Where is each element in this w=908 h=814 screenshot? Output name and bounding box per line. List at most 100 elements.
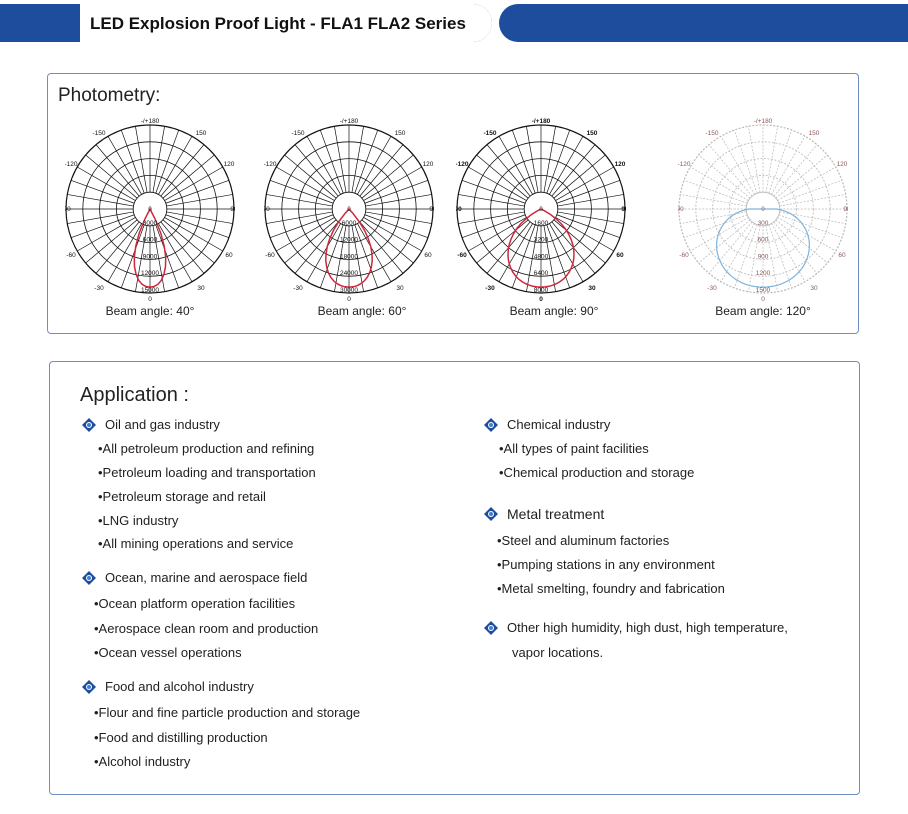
photometry-title: Photometry: — [58, 85, 161, 106]
ring-value-label: 8000 — [534, 287, 549, 294]
polar-spoke — [162, 219, 215, 264]
list-item: •All mining operations and service — [98, 536, 294, 551]
category-title: Chemical industry — [507, 417, 611, 432]
polar-spoke — [551, 144, 596, 197]
ring-value-label: 9000 — [143, 253, 158, 260]
polar-spoke — [359, 144, 404, 197]
diamond-bullet-icon — [484, 620, 498, 635]
polar-spoke — [294, 221, 339, 274]
polar-spoke — [361, 154, 414, 199]
angle-label: -90 — [264, 206, 270, 213]
polar-spoke — [95, 221, 140, 274]
beam-curve — [507, 208, 575, 288]
list-item: •Ocean platform operation facilities — [94, 596, 296, 611]
polar-spoke — [476, 219, 529, 264]
beam-angle-label: Beam angle: 120° — [715, 304, 811, 318]
list-item: •Steel and aluminum factories — [497, 533, 670, 548]
list-item: •Food and distilling production — [94, 730, 268, 745]
polar-spoke — [155, 129, 180, 194]
polar-spoke — [306, 136, 341, 195]
polar-spoke — [526, 126, 539, 193]
list-item: •Ocean vessel operations — [94, 645, 242, 660]
beam-curve — [133, 207, 167, 288]
ring-value-label: 6000 — [342, 220, 357, 227]
ring-value-label: 12000 — [141, 270, 159, 277]
polar-spoke — [152, 126, 165, 193]
polar-spoke — [363, 217, 422, 252]
polar-spoke — [269, 214, 334, 239]
polar-grid: 300600900120015000-/+180-150150-120120-9… — [678, 118, 848, 302]
ring-value-label: 1600 — [534, 220, 549, 227]
polar-spoke — [546, 129, 571, 194]
polar-spoke — [557, 194, 624, 207]
polar-ring — [712, 158, 814, 260]
polar-spoke — [555, 217, 614, 252]
polar-spoke — [468, 166, 527, 201]
polar-spoke — [67, 211, 134, 224]
polar-spoke — [365, 211, 432, 224]
diamond-bullet-icon — [484, 507, 498, 521]
angle-label: -60 — [66, 252, 76, 259]
polar-spoke — [166, 211, 233, 224]
polar-spoke — [556, 179, 621, 204]
angle-label: 90 — [429, 206, 434, 213]
list-item: •Petroleum storage and retail — [98, 489, 266, 504]
angle-label: 120 — [615, 161, 626, 168]
polar-spoke — [160, 144, 205, 197]
category-oil-gas: Oil and gas industry — [82, 417, 220, 432]
angle-label: -60 — [679, 252, 689, 259]
diamond-bullet-icon — [82, 570, 96, 585]
header-bar-right — [499, 4, 908, 42]
polar-spoke — [498, 223, 533, 282]
polar-spoke — [351, 225, 364, 292]
angle-label: 30 — [396, 285, 404, 292]
angle-label: 150 — [196, 130, 207, 137]
polar-spoke — [708, 144, 753, 197]
category-title: Other high humidity, high dust, high tem… — [507, 620, 788, 635]
polar-spoke — [778, 214, 843, 239]
polar-spoke — [720, 136, 755, 195]
polar-spoke — [363, 166, 422, 201]
polar-spoke — [768, 129, 793, 194]
polar-spoke — [354, 224, 379, 289]
angle-label: -90 — [65, 206, 71, 213]
polar-spoke — [364, 179, 429, 204]
angle-label: 90 — [843, 206, 848, 213]
angle-label: -90 — [456, 206, 462, 213]
angle-label: -150 — [291, 130, 304, 137]
ring-value-label: 1200 — [756, 270, 771, 277]
angle-label: 150 — [809, 130, 820, 137]
center-label: 0 — [347, 207, 351, 213]
list-item: •Metal smelting, foundry and fabrication — [497, 581, 725, 596]
polar-spoke — [778, 179, 843, 204]
category-metal: Metal treatment — [484, 506, 604, 522]
polar-spoke — [269, 179, 334, 204]
list-item: •Aerospace clean room and production — [94, 621, 319, 636]
polar-spoke — [765, 225, 778, 292]
polar-spoke — [543, 126, 556, 193]
beam-curve — [715, 208, 811, 288]
center-label: 0 — [539, 207, 543, 213]
ring-value-label: 3000 — [143, 220, 158, 227]
polar-spoke — [549, 223, 584, 282]
category-title: Food and alcohol industry — [105, 679, 254, 694]
center-label: 0 — [148, 207, 152, 213]
angle-label: -150 — [92, 130, 105, 137]
polar-spoke — [85, 219, 138, 264]
ring-value-label: 15000 — [141, 287, 159, 294]
application-title: Application : — [80, 384, 189, 406]
angle-label: -30 — [707, 285, 717, 292]
diamond-bullet-icon — [82, 679, 96, 694]
polar-spoke — [458, 194, 525, 207]
polar-spoke — [556, 214, 621, 239]
category-food: Food and alcohol industry — [82, 679, 254, 694]
polar-spoke — [95, 144, 140, 197]
angle-label: 60 — [424, 252, 432, 259]
list-item: •LNG industry — [98, 513, 179, 528]
polar-spoke — [748, 225, 761, 292]
